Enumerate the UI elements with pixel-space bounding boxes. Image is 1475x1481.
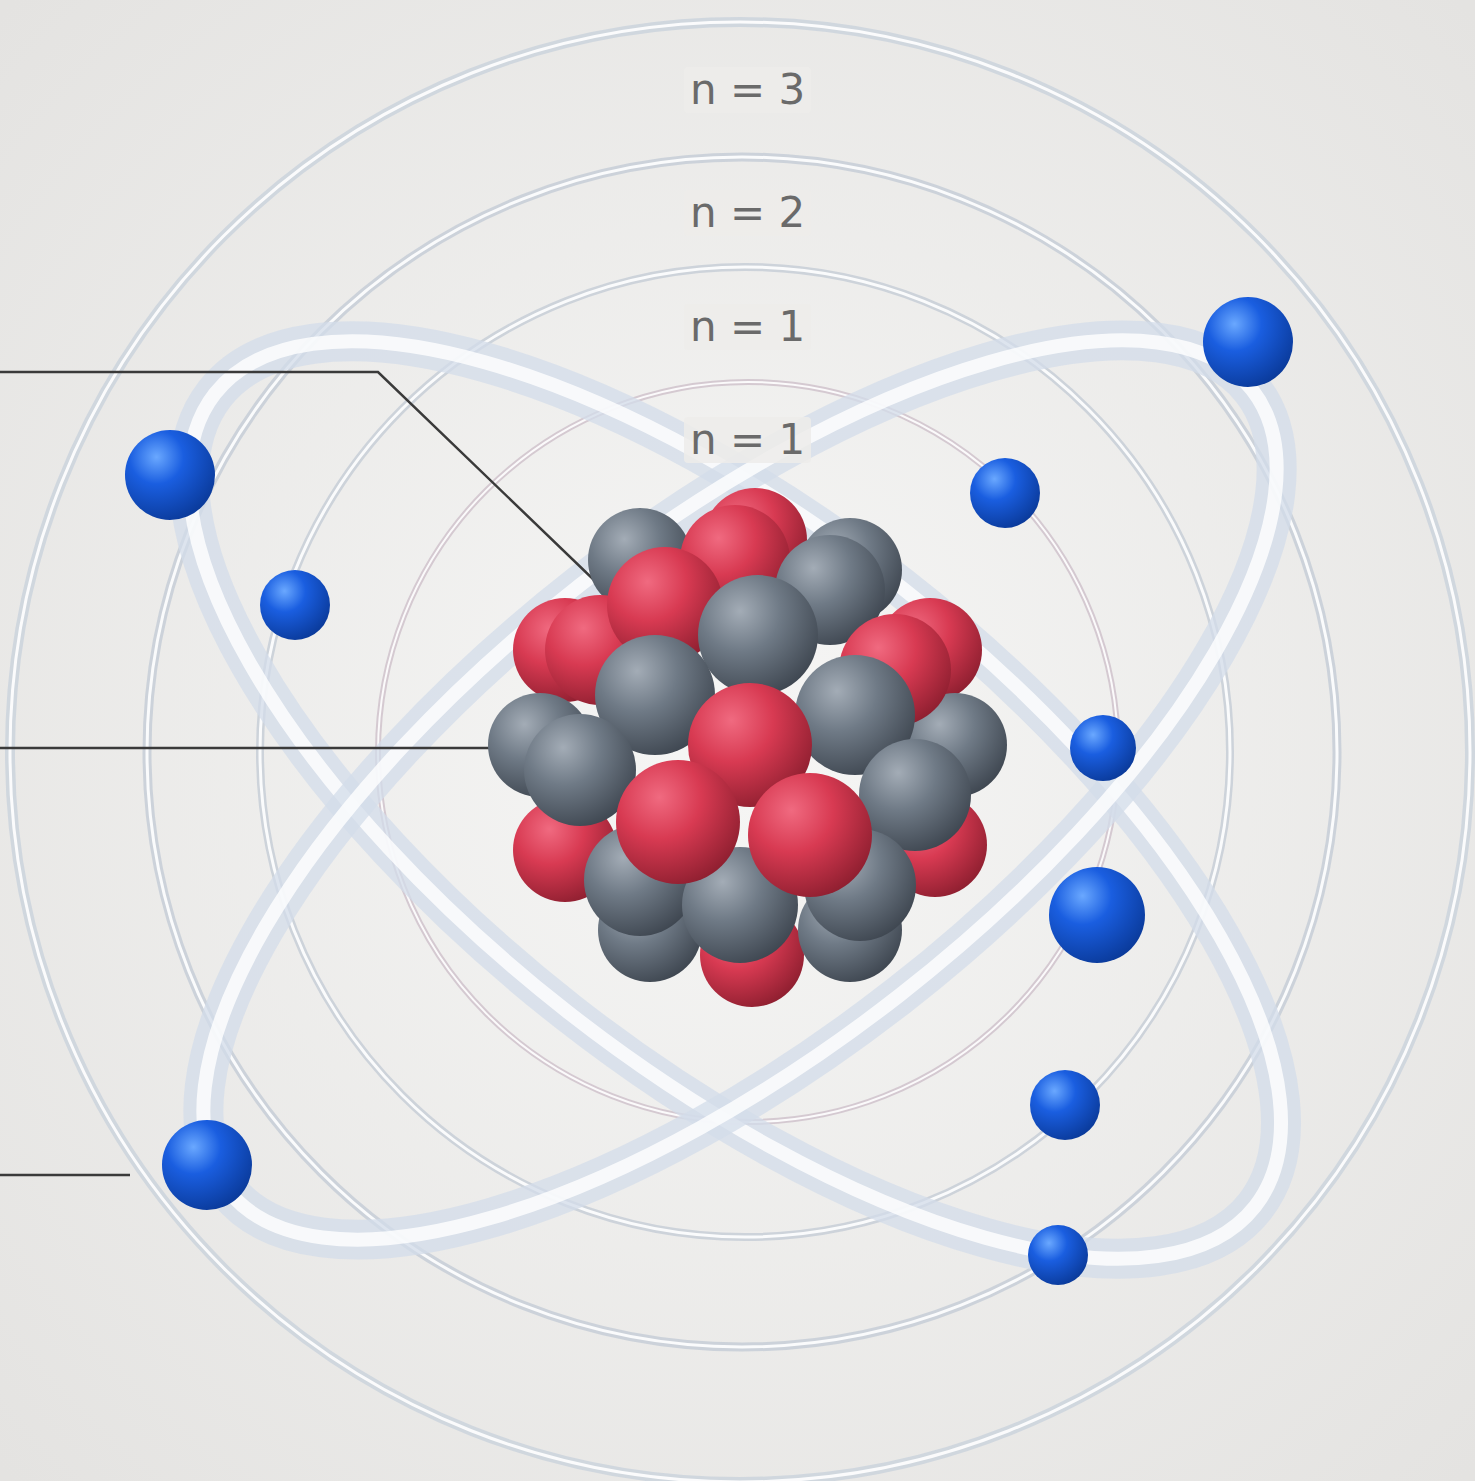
shell-label: n = 3 [684, 67, 811, 113]
shell-label: n = 2 [684, 190, 811, 236]
shell-label: n = 1 [684, 304, 811, 350]
electrons [125, 297, 1293, 1285]
nucleus [488, 488, 1007, 1007]
orbital-tubes [49, 181, 1422, 1419]
shell-label: n = 1 [684, 417, 811, 463]
shell-rings [10, 22, 1470, 1481]
